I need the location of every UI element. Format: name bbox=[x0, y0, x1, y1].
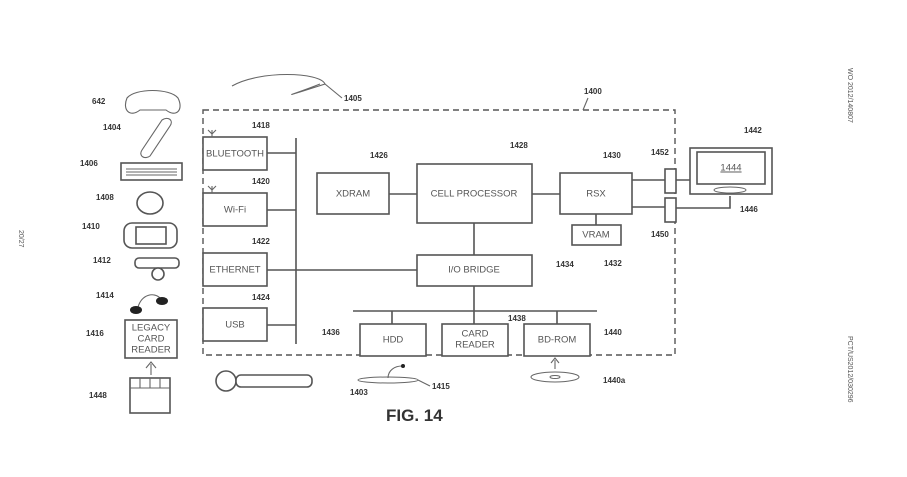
leader-1400 bbox=[582, 97, 589, 111]
page-number: 20/27 bbox=[17, 230, 24, 248]
svg-text:1444: 1444 bbox=[720, 163, 741, 174]
svg-text:VRAM: VRAM bbox=[582, 230, 610, 241]
svg-text:1434: 1434 bbox=[556, 260, 574, 269]
mouse-icon: 1408 bbox=[96, 191, 164, 215]
publication-number: WO 2012/140807 bbox=[846, 68, 853, 123]
motion-wand-icon: 1403 bbox=[215, 370, 368, 397]
rsx-block: RSX 1430 bbox=[559, 151, 633, 215]
svg-text:LEGACY: LEGACY bbox=[132, 323, 171, 334]
svg-text:1440a: 1440a bbox=[603, 376, 626, 385]
interface-wifi: Wi-Fi 1420 bbox=[202, 177, 270, 227]
svg-text:CELL PROCESSOR: CELL PROCESSOR bbox=[431, 189, 518, 200]
hdd-block: HDD 1436 bbox=[322, 323, 427, 357]
svg-text:1418: 1418 bbox=[252, 121, 270, 130]
svg-text:1424: 1424 bbox=[252, 293, 270, 302]
svg-text:1448: 1448 bbox=[89, 391, 107, 400]
svg-text:1420: 1420 bbox=[252, 177, 270, 186]
svg-text:1403: 1403 bbox=[350, 388, 368, 397]
svg-text:BLUETOOTH: BLUETOOTH bbox=[206, 149, 264, 160]
svg-text:1404: 1404 bbox=[103, 123, 121, 132]
svg-text:HDD: HDD bbox=[383, 335, 404, 346]
svg-text:Wi-Fi: Wi-Fi bbox=[224, 205, 246, 216]
cell-processor-block: CELL PROCESSOR 1428 bbox=[416, 141, 533, 224]
svg-text:READER: READER bbox=[455, 340, 495, 351]
svg-text:1428: 1428 bbox=[510, 141, 528, 150]
remote-icon: 1404 bbox=[103, 117, 172, 159]
svg-text:CARD: CARD bbox=[138, 334, 165, 345]
svg-text:1446: 1446 bbox=[740, 205, 758, 214]
svg-text:642: 642 bbox=[92, 97, 106, 106]
interface-bus bbox=[267, 138, 418, 344]
svg-text:1412: 1412 bbox=[93, 256, 111, 265]
interface-bluetooth: BLUETOOTH 1418 bbox=[202, 121, 270, 171]
svg-text:1450: 1450 bbox=[651, 230, 669, 239]
ref-1405: 1405 bbox=[344, 94, 362, 103]
svg-text:1436: 1436 bbox=[322, 328, 340, 337]
svg-text:I/O BRIDGE: I/O BRIDGE bbox=[448, 265, 500, 276]
svg-text:READER: READER bbox=[131, 345, 171, 356]
keyboard-icon: 1406 bbox=[80, 159, 183, 181]
television: 1444 1442 1446 bbox=[689, 126, 773, 214]
svg-text:1408: 1408 bbox=[96, 193, 114, 202]
svg-text:XDRAM: XDRAM bbox=[336, 189, 370, 200]
camera-icon: 1412 bbox=[93, 256, 180, 281]
svg-text:1452: 1452 bbox=[651, 148, 669, 157]
light-indicator-icon bbox=[231, 74, 326, 95]
svg-text:1415: 1415 bbox=[432, 382, 450, 391]
xdram-block: XDRAM 1426 bbox=[316, 151, 390, 215]
application-number: PCT/US2012/030296 bbox=[846, 336, 853, 403]
gamepad-icon: 642 bbox=[92, 89, 181, 114]
svg-text:1416: 1416 bbox=[86, 329, 104, 338]
legacy-card-reader: LEGACY CARD READER 1416 bbox=[86, 319, 178, 375]
vram-block: VRAM 1432 bbox=[571, 224, 622, 268]
memory-card-icon: 1448 bbox=[89, 377, 171, 414]
svg-text:1406: 1406 bbox=[80, 159, 98, 168]
system-boundary bbox=[202, 109, 676, 356]
leader-1405 bbox=[324, 83, 343, 99]
figure-title: FIG. 14 bbox=[386, 406, 443, 425]
interface-ethernet: ETHERNET 1422 bbox=[202, 237, 270, 287]
svg-text:1432: 1432 bbox=[604, 259, 622, 268]
disc-icon: 1440a bbox=[530, 357, 626, 385]
svg-text:1410: 1410 bbox=[82, 222, 100, 231]
svg-text:1414: 1414 bbox=[96, 291, 114, 300]
svg-text:1430: 1430 bbox=[603, 151, 621, 160]
svg-text:BD-ROM: BD-ROM bbox=[538, 335, 577, 346]
handheld-icon: 1410 bbox=[82, 222, 178, 249]
svg-text:1422: 1422 bbox=[252, 237, 270, 246]
microphone-icon: 1415 bbox=[357, 364, 450, 391]
headset-icon: 1414 bbox=[96, 291, 168, 314]
svg-text:1442: 1442 bbox=[744, 126, 762, 135]
av-ports: 1452 1450 bbox=[632, 148, 731, 239]
svg-text:USB: USB bbox=[225, 320, 245, 331]
card-reader-block: CARD READER 1438 bbox=[441, 314, 526, 357]
svg-text:CARD: CARD bbox=[462, 329, 489, 340]
svg-text:1438: 1438 bbox=[508, 314, 526, 323]
core-bus bbox=[353, 193, 597, 324]
bd-rom-block: BD-ROM 1440 bbox=[523, 323, 622, 357]
svg-text:1426: 1426 bbox=[370, 151, 388, 160]
svg-text:1440: 1440 bbox=[604, 328, 622, 337]
svg-text:RSX: RSX bbox=[586, 189, 606, 200]
interface-usb: USB 1424 bbox=[202, 293, 270, 342]
svg-text:ETHERNET: ETHERNET bbox=[209, 265, 260, 276]
io-bridge-block: I/O BRIDGE 1434 bbox=[416, 254, 574, 287]
system-ref: 1400 bbox=[584, 87, 602, 96]
